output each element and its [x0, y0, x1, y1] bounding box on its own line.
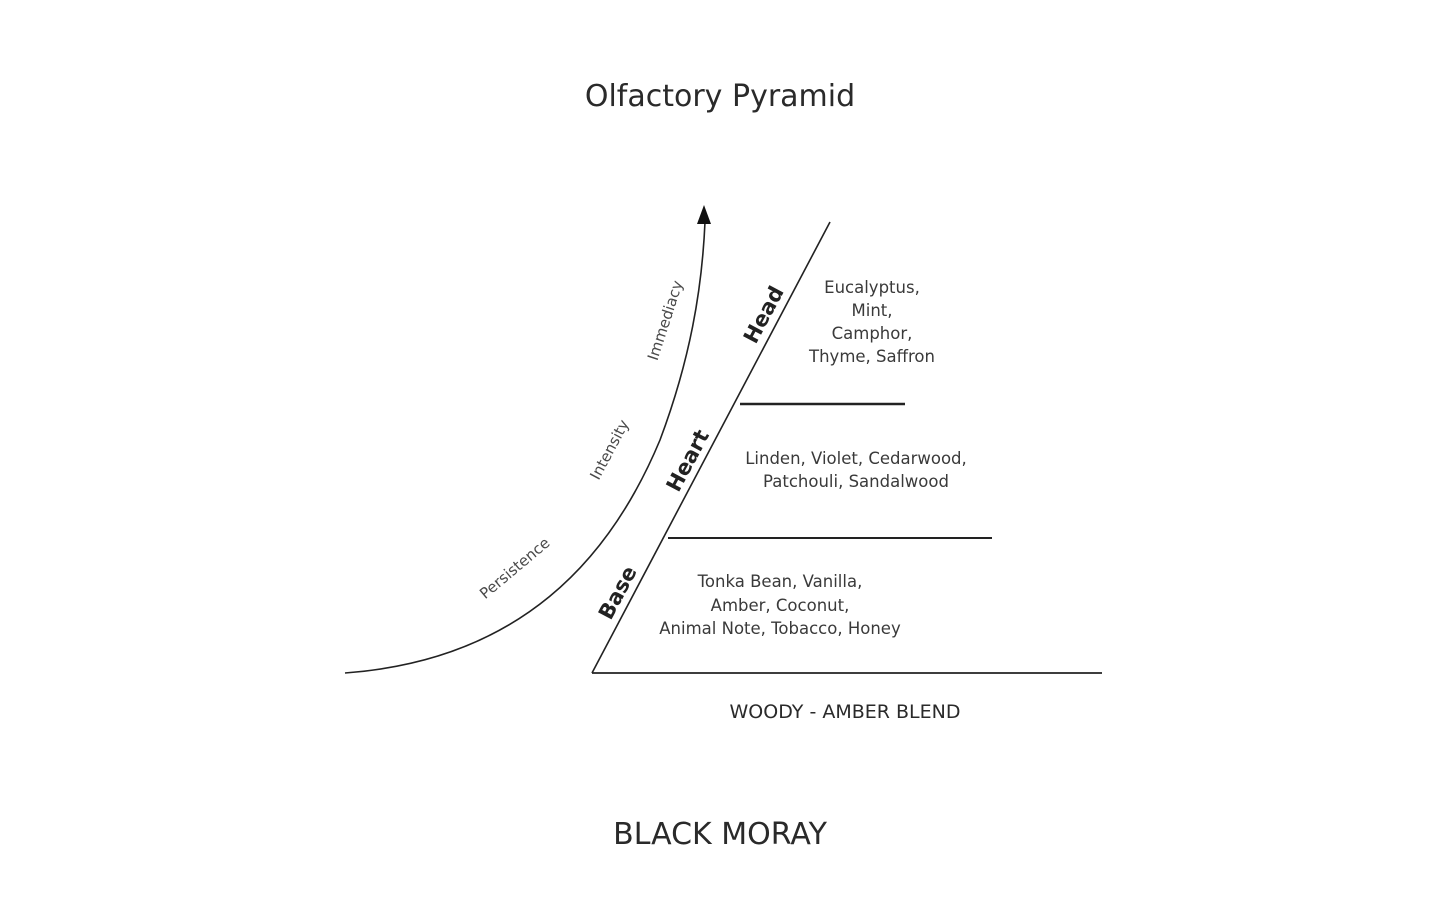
head-note: Camphor, [832, 324, 913, 343]
head-note: Thyme, Saffron [808, 347, 935, 366]
evolution-curve [344, 221, 706, 674]
base-note: Animal Note, Tobacco, Honey [659, 619, 901, 638]
axis-label-intensity: Intensity [586, 416, 633, 482]
head-notes: Eucalyptus, Mint, Camphor, Thyme, Saffro… [808, 278, 935, 366]
arrowhead-icon [697, 205, 711, 224]
heart-note: Patchouli, Sandalwood [763, 472, 949, 491]
axis-label-persistence: Persistence [476, 534, 553, 603]
tier-label-heart: Heart [662, 426, 714, 496]
base-note: Amber, Coconut, [711, 596, 850, 615]
base-note: Tonka Bean, Vanilla, [697, 572, 863, 591]
heart-notes: Linden, Violet, Cedarwood, Patchouli, Sa… [745, 449, 967, 491]
axis-label-immediacy: Immediacy [644, 278, 687, 363]
base-notes: Tonka Bean, Vanilla, Amber, Coconut, Ani… [659, 572, 901, 638]
pyramid-slope [591, 221, 831, 674]
blend-label: WOODY - AMBER BLEND [730, 701, 961, 723]
product-name: BLACK MORAY [613, 817, 827, 852]
heart-note: Linden, Violet, Cedarwood, [745, 449, 967, 468]
diagram-title: Olfactory Pyramid [585, 79, 855, 114]
head-note: Mint, [852, 301, 893, 320]
head-note: Eucalyptus, [824, 278, 920, 297]
